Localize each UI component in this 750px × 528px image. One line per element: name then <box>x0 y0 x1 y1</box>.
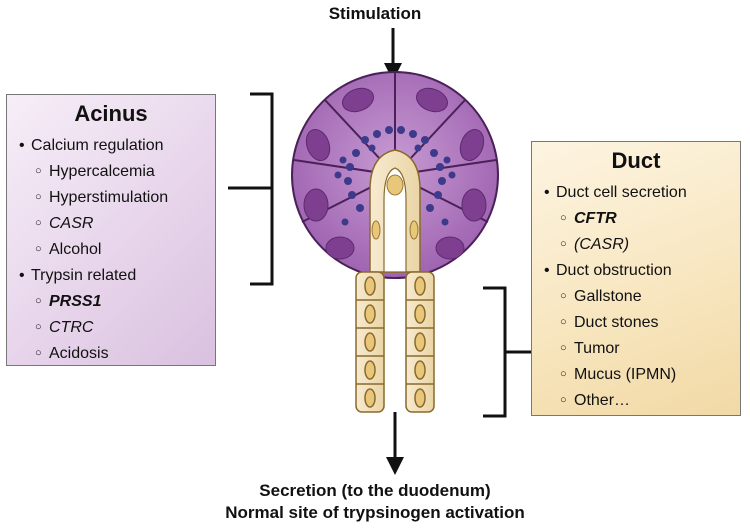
acinus-bracket <box>228 92 274 286</box>
acinus-group-1-label: •Calcium regulation <box>19 137 164 154</box>
duct-wall-left <box>355 271 385 413</box>
duct-title: Duct <box>611 148 661 173</box>
duct-item: ○Tumor <box>560 340 620 357</box>
duct-item: ○Duct stones <box>560 314 659 331</box>
duct-item: ○Gallstone <box>560 288 642 305</box>
centroacinar-duct <box>369 149 421 273</box>
acinus-item: ○Alcohol <box>35 241 102 258</box>
duct-panel: Duct •Duct cell secretion ○CFTR ○(CASR) … <box>531 141 741 416</box>
duct-wall-right <box>405 271 435 413</box>
duct-bracket <box>483 286 531 418</box>
acinus-item: ○CTRC <box>35 319 94 336</box>
stimulation-label: Stimulation <box>328 4 422 23</box>
acinus-title: Acinus <box>74 101 148 126</box>
secretion-label: Secretion (to the duodenum) <box>259 481 491 500</box>
acinus-item: ○Hyperstimulation <box>35 189 169 206</box>
duct-item: ○Other… <box>560 392 631 409</box>
duct-item: ○Mucus (IPMN) <box>560 366 677 383</box>
acinus-item: ○Hypercalcemia <box>35 163 155 180</box>
acinus-group-2-label: •Trypsin related <box>19 267 137 284</box>
duct-group-1-label: •Duct cell secretion <box>544 184 687 201</box>
acinar-cells <box>291 71 499 279</box>
acinus-item: ○PRSS1 <box>35 293 102 310</box>
acinus-item: ○CASR <box>35 215 94 232</box>
duct-group-2-label: •Duct obstruction <box>544 262 672 279</box>
duct-item: ○(CASR) <box>560 236 630 253</box>
duct-item: ○CFTR <box>560 210 617 227</box>
acinus-panel: Acinus •Calcium regulation ○Hypercalcemi… <box>6 94 216 366</box>
trypsinogen-activation-label: Normal site of trypsinogen activation <box>225 503 525 522</box>
zymogen-granules <box>334 126 456 226</box>
acinus-item: ○Acidosis <box>35 345 109 362</box>
